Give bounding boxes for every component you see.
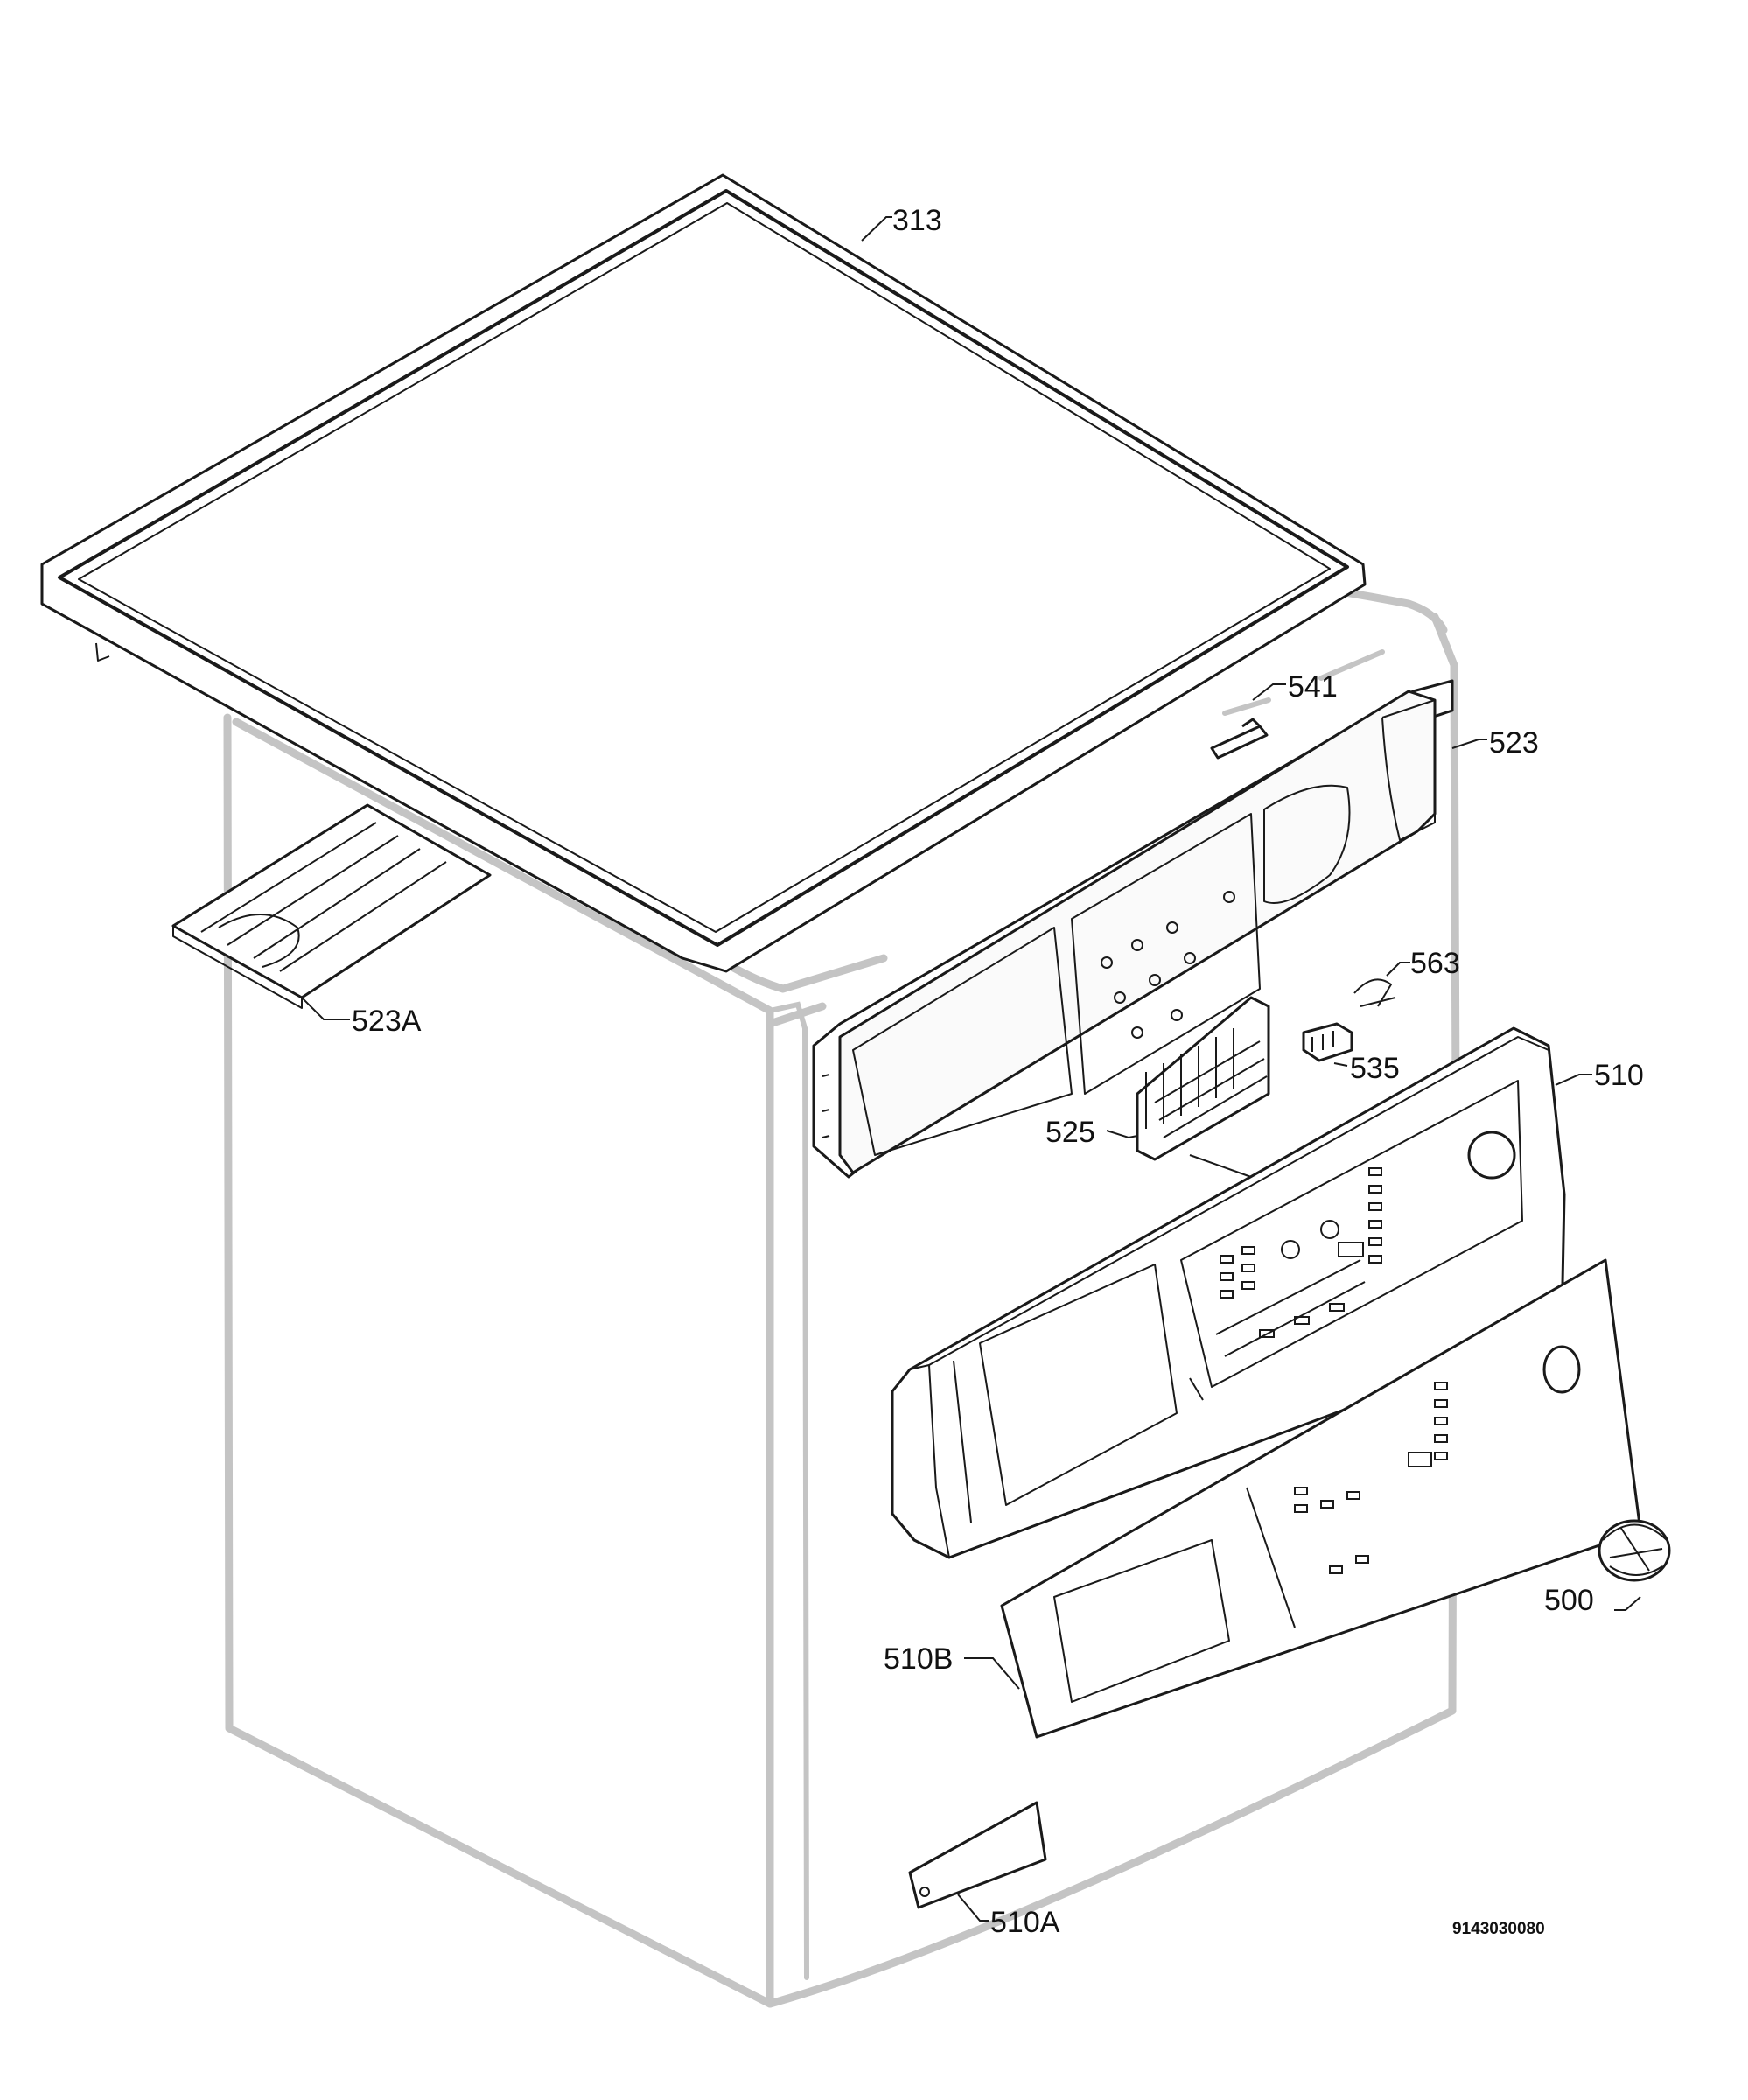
circuit-board-part xyxy=(1136,996,1270,1178)
label-control-panel: 510 xyxy=(1594,1059,1644,1092)
label-panel-insert: 510B xyxy=(884,1642,953,1676)
clip-part xyxy=(1210,718,1269,760)
control-frame-part xyxy=(812,679,1454,1179)
badge-part xyxy=(908,1801,1047,1909)
support-rail-part xyxy=(171,803,492,1009)
label-clip: 541 xyxy=(1288,670,1338,704)
control-panel-part xyxy=(891,1026,1566,1559)
label-top-cover: 313 xyxy=(892,204,942,237)
frame-holes xyxy=(1101,891,1235,1039)
drawing-number: 9143030080 xyxy=(1452,1920,1545,1938)
leader-lines xyxy=(301,216,1641,1922)
label-support-rail: 523A xyxy=(352,1004,422,1038)
knob-part xyxy=(1598,1519,1671,1582)
part-labels: 313 541 523 523A 563 535 510 525 500 510… xyxy=(352,204,1644,1939)
label-knob: 500 xyxy=(1544,1584,1594,1617)
label-circuit-board: 525 xyxy=(1045,1116,1095,1149)
top-cover-part xyxy=(40,173,1367,973)
label-control-frame: 523 xyxy=(1489,726,1539,760)
label-badge: 510A xyxy=(990,1906,1060,1939)
label-connector: 535 xyxy=(1350,1052,1400,1085)
connector-part xyxy=(1302,1022,1353,1062)
lamp-part xyxy=(1353,978,1396,1007)
panel-insert-buttons xyxy=(1294,1382,1448,1574)
label-lamp: 563 xyxy=(1410,947,1460,980)
